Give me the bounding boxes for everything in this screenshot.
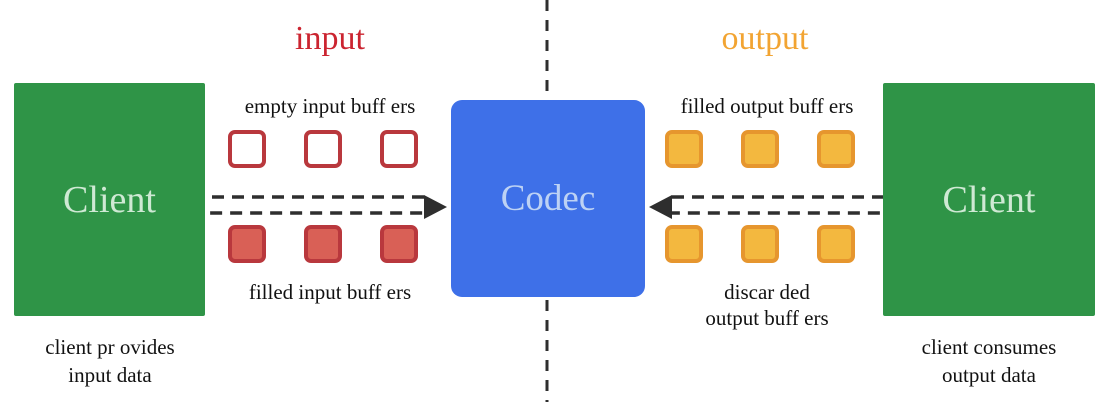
- output-section-title: output: [721, 20, 809, 57]
- right-client-box: Client: [883, 83, 1095, 316]
- filled-input-buffers-label: filled input buff ers: [248, 280, 412, 304]
- discarded-output-buffers-label-line1: discar ded: [724, 280, 810, 304]
- discarded-output-buffers-row: [665, 225, 855, 263]
- filled-output-buffer: [741, 130, 779, 168]
- right-client-caption-line1: client consumes: [921, 335, 1057, 359]
- filled-input-buffer: [380, 225, 418, 263]
- empty-input-buffers-label: empty input buff ers: [244, 94, 416, 118]
- right-client-caption: client consumes output data: [888, 333, 1090, 389]
- output-flow-arrow-line: [672, 195, 914, 215]
- left-client-caption-line1: client pr ovides: [45, 335, 175, 359]
- empty-input-buffer: [380, 130, 418, 168]
- discarded-output-buffer: [665, 225, 703, 263]
- input-flow-arrow-line: [189, 195, 424, 215]
- filled-input-buffer: [228, 225, 266, 263]
- left-client-label: Client: [63, 178, 156, 221]
- output-flow-arrowhead-icon: [649, 195, 672, 219]
- left-client-caption: client pr ovides input data: [18, 333, 202, 389]
- input-section-title: input: [295, 20, 365, 57]
- discarded-output-buffers-label: discar ded output buff ers: [652, 279, 882, 331]
- empty-input-buffers-row: [228, 130, 418, 168]
- filled-output-buffer: [817, 130, 855, 168]
- filled-input-buffers-row: [228, 225, 418, 263]
- empty-input-buffer: [304, 130, 342, 168]
- right-client-label: Client: [942, 178, 1036, 221]
- discarded-output-buffer: [741, 225, 779, 263]
- left-client-caption-line2: input data: [68, 363, 152, 387]
- filled-input-buffer: [304, 225, 342, 263]
- empty-input-buffer: [228, 130, 266, 168]
- discarded-output-buffer: [817, 225, 855, 263]
- right-client-caption-line2: output data: [942, 363, 1036, 387]
- filled-output-buffer: [665, 130, 703, 168]
- left-client-box: Client: [14, 83, 205, 316]
- input-flow-arrowhead-icon: [424, 195, 447, 219]
- codec-label: Codec: [500, 178, 596, 219]
- filled-output-buffers-label: filled output buff ers: [680, 94, 854, 118]
- filled-output-buffers-row: [665, 130, 855, 168]
- codec-box: Codec: [451, 100, 645, 297]
- discarded-output-buffers-label-line2: output buff ers: [705, 306, 829, 330]
